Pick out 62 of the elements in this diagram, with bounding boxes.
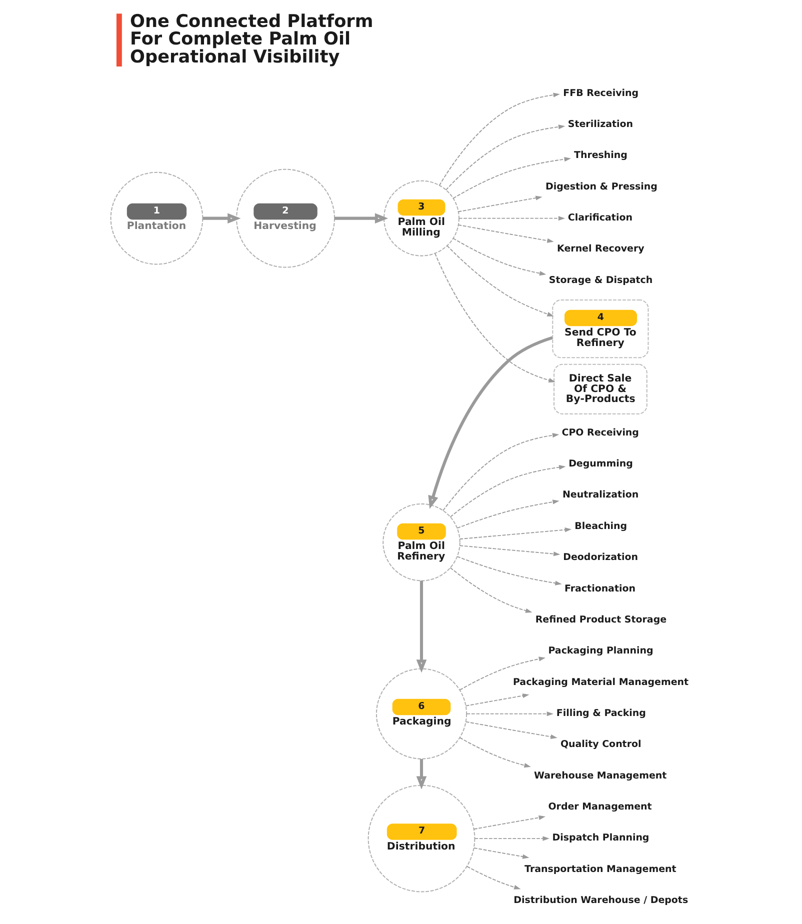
arrow: [449, 567, 532, 613]
arrow: [334, 213, 388, 224]
arrow: [438, 92, 560, 186]
arrow: [449, 465, 566, 518]
arrow: [416, 580, 426, 673]
arrow: [458, 545, 560, 556]
arrow: [456, 556, 562, 586]
node-text: Refined Product Storage: [534, 614, 666, 626]
node-text: Transportation Management: [524, 864, 676, 875]
node-text: Packaging Material Management: [512, 676, 688, 688]
arrow: [458, 737, 530, 768]
node-text: Order Management: [548, 802, 652, 813]
node-text: Fractionation: [564, 583, 635, 594]
arrow: [428, 336, 552, 509]
node-text: Threshing: [574, 150, 627, 162]
node-text: FFB Receiving: [562, 88, 638, 99]
arrow: [458, 527, 572, 540]
arrow: [452, 238, 546, 276]
node-text: Filling & Packing: [556, 708, 646, 719]
node-text: Dispatch Planning: [552, 832, 649, 844]
node-text: Deodorization: [562, 552, 638, 564]
arrow: [452, 156, 571, 199]
node-circle: 2 Harvesting: [236, 168, 334, 268]
arrow: [444, 124, 565, 190]
node-box: Direct Sale Of CPO & By-Products: [553, 364, 647, 414]
node-circle: 1 Plantation: [110, 172, 203, 265]
arrow: [466, 866, 520, 890]
arrow: [464, 693, 529, 706]
node-text: CPO Receiving: [561, 427, 638, 438]
node-text: Warehouse Management: [534, 770, 666, 782]
node-circle: 7 Distribution: [367, 784, 475, 892]
node-text: Kernel Recovery: [556, 244, 644, 255]
node-circle: 3 Palm Oil Milling: [383, 180, 459, 256]
arrow: [456, 500, 559, 529]
arrow: [458, 216, 565, 221]
node-text: Packaging Planning: [548, 646, 653, 657]
arrow: [473, 848, 529, 859]
node-text: Distribution Warehouse / Depots: [513, 895, 688, 906]
node-text: Digestion & Pressing: [545, 181, 657, 192]
arrow: [458, 656, 545, 690]
node-text: Degumming: [568, 458, 632, 470]
arrow: [434, 253, 555, 382]
arrow: [474, 836, 549, 841]
node-text: Sterilization: [567, 118, 632, 130]
arrow: [202, 213, 240, 224]
node-text: Quality Control: [560, 739, 641, 750]
arrow: [416, 758, 426, 790]
node-text: Bleaching: [574, 520, 627, 532]
arrow: [457, 224, 554, 243]
node-circle: 6 Packaging: [375, 668, 467, 760]
arrow: [473, 815, 545, 830]
arrow: [457, 196, 542, 212]
arrow: [466, 711, 553, 716]
node-circle: 5 Palm Oil Refinery: [382, 503, 460, 582]
node-text: Neutralization: [562, 490, 638, 501]
arrow: [442, 433, 559, 511]
node-text: Clarification: [567, 212, 632, 224]
node-text: Storage & Dispatch: [548, 274, 652, 286]
diagram-title: One Connected Platform For Complete Palm Oil Operational Visibility: [130, 12, 373, 68]
node-box: 4 Send CPO To Refinery: [552, 299, 648, 358]
arrow: [446, 245, 554, 316]
arrow: [464, 721, 557, 739]
